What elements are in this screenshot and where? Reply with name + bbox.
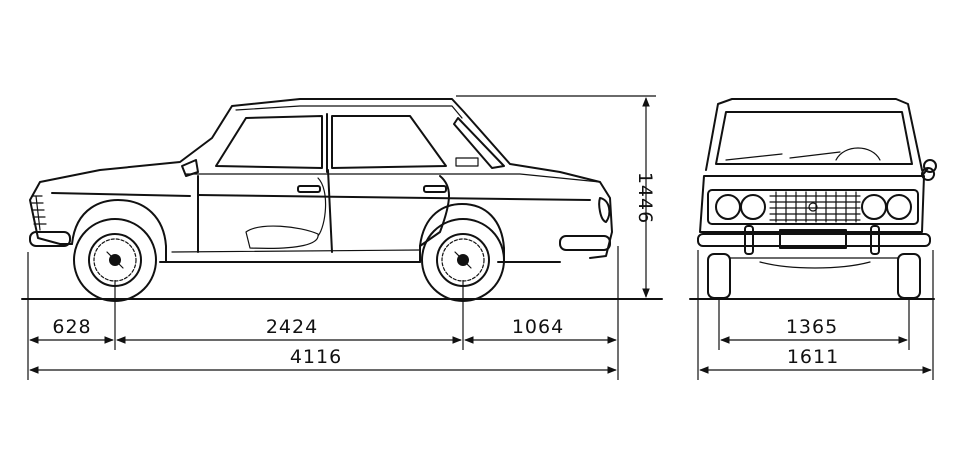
side-rear-door bbox=[419, 175, 450, 247]
front-mirror bbox=[921, 167, 936, 181]
front-roof-outline bbox=[705, 98, 923, 171]
front-bumper-guard-left bbox=[744, 225, 754, 255]
front-mirror-head bbox=[923, 159, 937, 173]
side-mirror bbox=[181, 159, 199, 177]
front-grille bbox=[707, 189, 919, 225]
side-rear-bumper bbox=[559, 235, 611, 251]
side-front-door-handle bbox=[297, 185, 321, 193]
side-front-window bbox=[215, 115, 323, 169]
side-body-outline bbox=[29, 98, 613, 263]
side-front-wheel-arch bbox=[71, 199, 167, 263]
track-label: 1365 bbox=[786, 316, 838, 338]
front-bumper-guard-right bbox=[870, 225, 880, 255]
side-front-door bbox=[197, 169, 333, 253]
side-beltline bbox=[185, 173, 601, 183]
side-quarter-window bbox=[453, 117, 505, 169]
side-interior-seat bbox=[245, 177, 327, 249]
side-view bbox=[21, 98, 663, 302]
front-headlights bbox=[715, 194, 912, 220]
side-molding bbox=[51, 192, 591, 201]
side-tail-light bbox=[598, 197, 611, 223]
front-body-outline bbox=[699, 175, 925, 233]
overall-length-label: 4116 bbox=[290, 346, 342, 368]
side-rear-window bbox=[331, 115, 447, 169]
side-sill bbox=[171, 249, 421, 253]
side-roof-line bbox=[235, 105, 463, 119]
side-dimensions: 628 2424 1064 4116 1446 bbox=[27, 95, 656, 380]
front-grille-mesh bbox=[769, 191, 861, 223]
front-wipers bbox=[725, 147, 881, 161]
front-overhang-label: 628 bbox=[52, 316, 91, 338]
overall-width-label: 1611 bbox=[787, 346, 839, 368]
front-view bbox=[689, 98, 937, 300]
front-bumper bbox=[697, 233, 931, 247]
rear-overhang-label: 1064 bbox=[512, 316, 564, 338]
side-front-bumper bbox=[29, 231, 71, 247]
front-plate bbox=[779, 229, 847, 249]
front-dimensions: 1365 1611 bbox=[697, 250, 934, 380]
height-label: 1446 bbox=[634, 172, 656, 224]
front-windshield bbox=[715, 111, 913, 165]
front-right-tyre bbox=[897, 253, 921, 299]
wheelbase-label: 2424 bbox=[266, 316, 318, 338]
side-rear-wheel-arch bbox=[419, 203, 505, 263]
front-underbody bbox=[729, 257, 899, 269]
side-front-grille bbox=[31, 195, 47, 231]
side-rear-door-handle bbox=[423, 185, 447, 193]
front-badge bbox=[808, 202, 818, 212]
side-vent bbox=[455, 157, 479, 167]
front-left-tyre bbox=[707, 253, 731, 299]
